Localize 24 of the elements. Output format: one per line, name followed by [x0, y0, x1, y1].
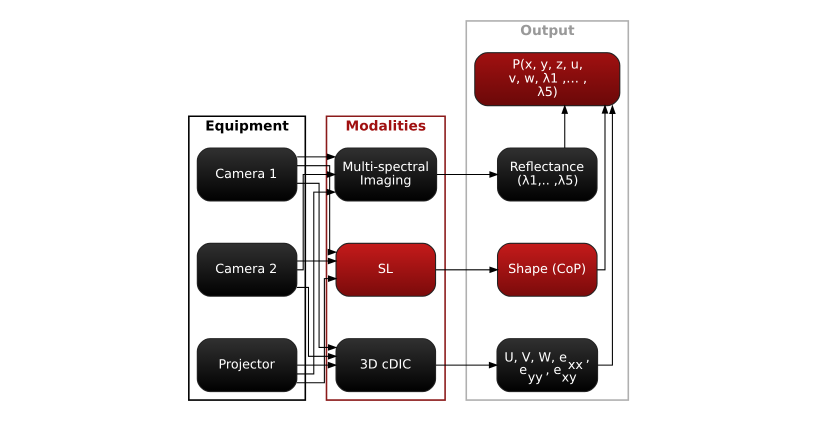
node-box: Reflectance (λ1,.. ,λ5): [496, 148, 598, 202]
node-box: Multi-spectral Imaging: [334, 148, 438, 202]
node-box: Projector: [196, 338, 298, 392]
arrow: [598, 104, 616, 366]
node-box: 3D cDIC: [336, 338, 436, 392]
arrow: [297, 154, 336, 160]
arrow: [436, 171, 499, 178]
arrow: [297, 258, 338, 264]
node-box: Camera 2: [196, 242, 298, 297]
arrow: [297, 165, 338, 256]
arrow: [561, 104, 568, 148]
arrow: [436, 266, 499, 274]
arrow: [297, 171, 336, 270]
node-box: Camera 1: [196, 148, 298, 202]
arrow: [597, 104, 608, 270]
arrow: [296, 286, 338, 360]
arrow: [436, 362, 498, 368]
arrow: [296, 188, 336, 374]
arrow: [297, 182, 338, 351]
node-box: P(x, y, z, u, v, w, λ1 ,… , λ5): [474, 52, 620, 106]
node-box: SL: [336, 242, 436, 297]
node-box: Shape (CoP): [496, 242, 598, 297]
arrow: [297, 362, 338, 368]
arrow: [296, 275, 338, 384]
